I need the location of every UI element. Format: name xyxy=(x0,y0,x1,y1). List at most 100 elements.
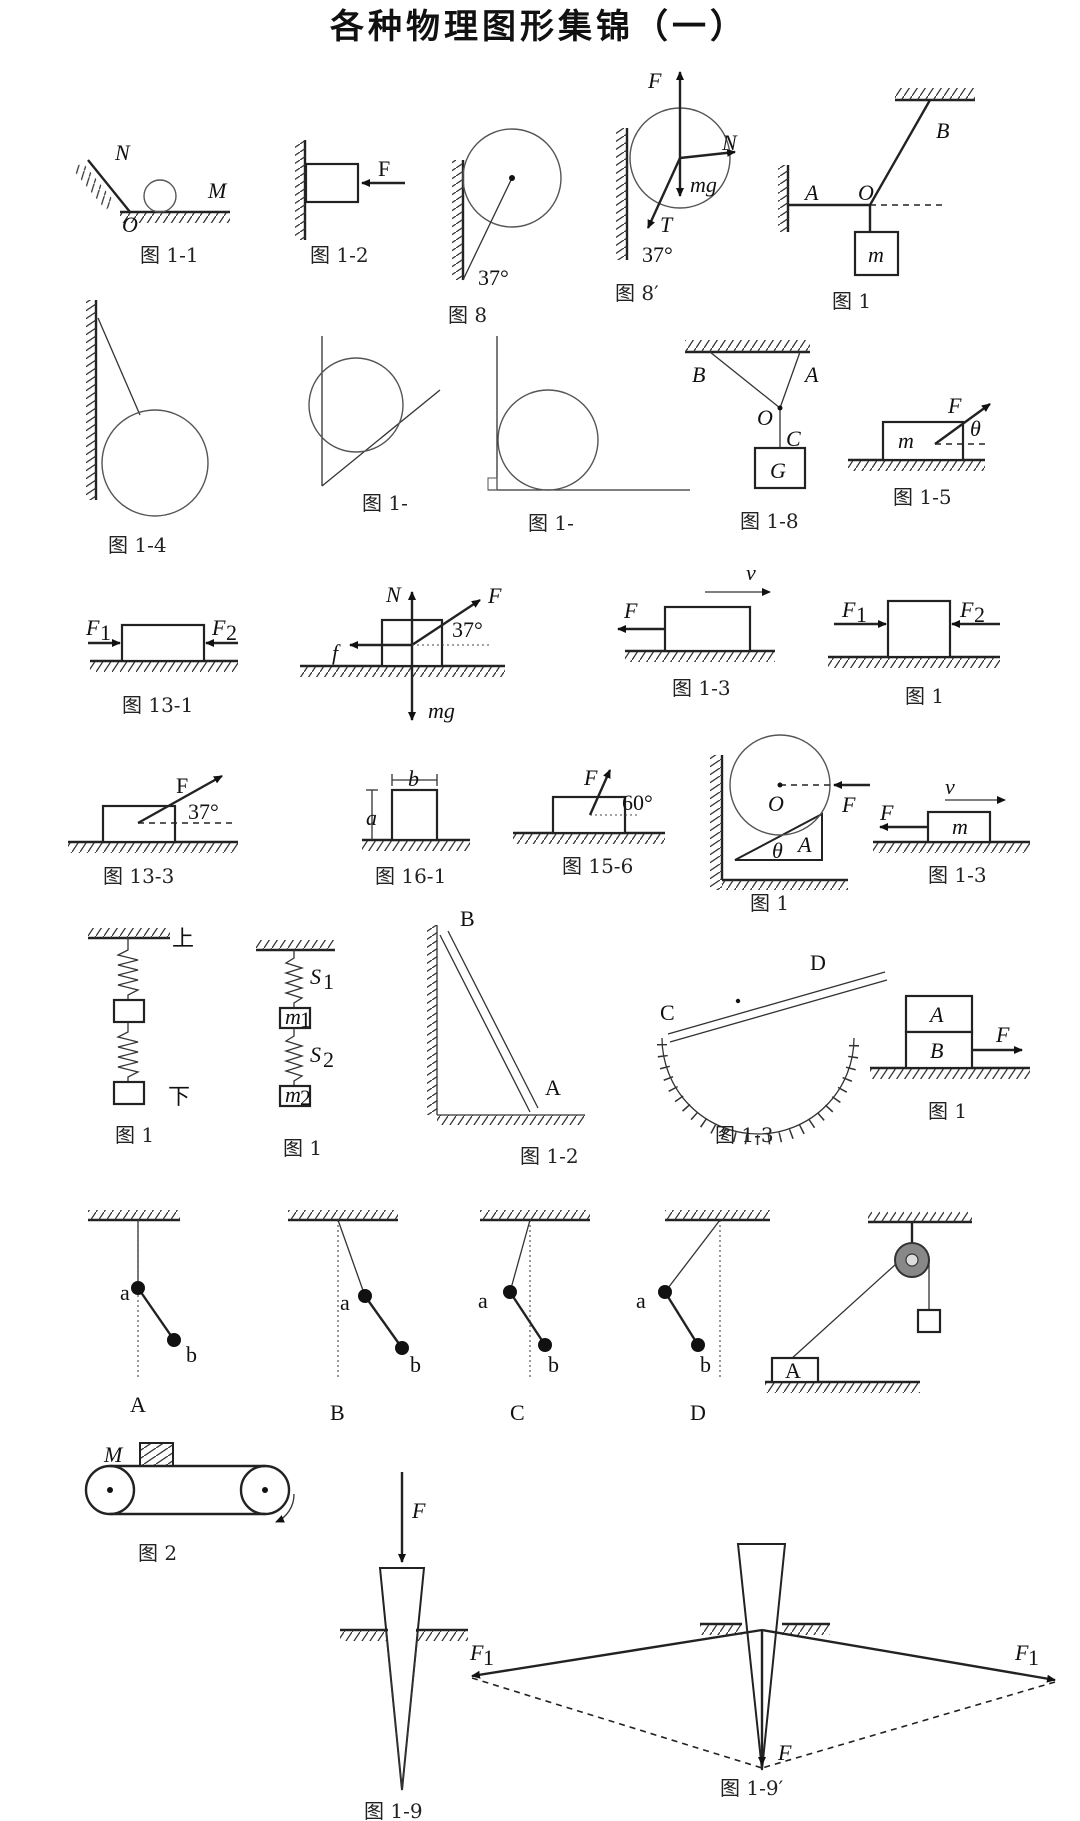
svg-text:m: m xyxy=(285,1004,301,1029)
svg-text:A: A xyxy=(803,362,819,387)
svg-text:v: v xyxy=(945,774,955,799)
caption-1-1: 图 1-1 xyxy=(140,243,199,267)
svg-text:37°: 37° xyxy=(188,799,219,824)
caption-1-9-prime: 图 1-9′ xyxy=(720,1776,784,1800)
svg-text:G: G xyxy=(770,458,786,483)
caption-1-boom: 图 1 xyxy=(832,289,871,313)
caption-1-two-forces: 图 1 xyxy=(905,684,944,708)
caption-springs-1: 图 1 xyxy=(115,1123,154,1147)
fig-bowl-rod: C D 图 1-3 xyxy=(657,950,888,1147)
svg-text:m: m xyxy=(898,428,914,453)
svg-text:1: 1 xyxy=(1028,1645,1039,1670)
svg-text:b: b xyxy=(548,1352,559,1377)
svg-text:a: a xyxy=(478,1288,488,1313)
svg-text:v: v xyxy=(746,560,756,585)
fig-1-1: N O M 图 1-1 xyxy=(72,140,230,267)
svg-text:F: F xyxy=(176,773,188,798)
svg-text:2: 2 xyxy=(300,1085,311,1110)
svg-text:D: D xyxy=(810,950,826,975)
svg-text:O: O xyxy=(122,212,138,237)
caption-pendulum-A: A xyxy=(130,1392,146,1417)
svg-text:C: C xyxy=(786,426,801,451)
fig-stacked-ab: A B F 图 1 xyxy=(870,994,1030,1123)
fig-1-9: F 图 1-9 xyxy=(340,1472,468,1821)
svg-text:f: f xyxy=(332,640,341,665)
svg-text:N: N xyxy=(721,130,738,155)
svg-text:a: a xyxy=(120,1280,130,1305)
caption-1-9: 图 1-9 xyxy=(364,1799,423,1821)
svg-text:a: a xyxy=(366,805,377,830)
fig-1-boom: A O B m 图 1 xyxy=(778,88,975,313)
fig-2-conveyor: M 图 2 xyxy=(84,1442,295,1565)
caption-1-3b: 图 1-3 xyxy=(928,863,987,887)
svg-text:60°: 60° xyxy=(622,790,653,815)
fig-16-1: b a 图 16-1 xyxy=(362,766,470,888)
caption-1-corner: 图 1- xyxy=(528,511,574,535)
fig-1-incline: 图 1- xyxy=(308,336,441,515)
svg-text:1: 1 xyxy=(483,1645,494,1670)
svg-text:m: m xyxy=(952,814,968,839)
svg-text:b: b xyxy=(408,766,419,791)
fig-1-5: m F θ 图 1-5 xyxy=(848,393,991,509)
fig-1-3-motion: F v 图 1-3 xyxy=(617,560,775,700)
caption-8: 图 8 xyxy=(448,303,487,327)
svg-text:B: B xyxy=(930,1038,943,1063)
fig-8: 37° 图 8 xyxy=(448,128,562,327)
caption-13-3: 图 13-3 xyxy=(103,864,174,888)
caption-1-5: 图 1-5 xyxy=(893,485,952,509)
caption-13-1: 图 13-1 xyxy=(122,693,193,717)
caption-bowl: 图 1-3 xyxy=(715,1123,774,1147)
fig-13-3: F 37° 图 13-3 xyxy=(68,773,238,888)
svg-text:F: F xyxy=(947,393,962,418)
fig-pulley: A xyxy=(765,1212,972,1393)
svg-text:1: 1 xyxy=(856,602,867,627)
fig-1-3-block: m F v 图 1-3 xyxy=(873,774,1030,887)
svg-text:O: O xyxy=(768,791,784,816)
svg-text:2: 2 xyxy=(226,620,237,645)
fig-1-corner: 图 1- xyxy=(487,336,690,535)
svg-text:F: F xyxy=(211,615,226,640)
caption-ladder: 图 1-2 xyxy=(520,1144,579,1168)
svg-text:1: 1 xyxy=(100,620,111,645)
caption-1-8: 图 1-8 xyxy=(740,509,799,533)
caption-1-incline: 图 1- xyxy=(362,491,408,515)
svg-text:F: F xyxy=(841,792,856,817)
svg-text:F: F xyxy=(879,800,894,825)
caption-15-6: 图 15-6 xyxy=(562,854,633,878)
svg-text:a: a xyxy=(636,1288,646,1313)
svg-text:F: F xyxy=(469,1640,484,1665)
svg-text:F: F xyxy=(1014,1640,1029,1665)
svg-text:上: 上 xyxy=(172,926,194,951)
fig-1-8: B A O C G 图 1-8 xyxy=(685,340,819,533)
svg-text:37°: 37° xyxy=(478,265,509,290)
svg-text:mg: mg xyxy=(690,172,717,197)
caption-ab: 图 1 xyxy=(928,1099,967,1123)
svg-text:θ: θ xyxy=(772,838,783,863)
svg-text:S: S xyxy=(310,964,321,989)
svg-text:2: 2 xyxy=(974,602,985,627)
svg-text:2: 2 xyxy=(323,1047,334,1072)
svg-text:O: O xyxy=(858,180,874,205)
svg-text:下: 下 xyxy=(168,1084,190,1109)
caption-1-wedge: 图 1 xyxy=(750,891,789,915)
svg-text:M: M xyxy=(207,178,228,203)
caption-2: 图 2 xyxy=(138,1541,177,1565)
svg-text:F: F xyxy=(411,1498,426,1523)
svg-text:A: A xyxy=(785,1358,801,1383)
svg-text:m: m xyxy=(285,1082,301,1107)
svg-text:a: a xyxy=(340,1290,350,1315)
fig-pendulum-A: a b A xyxy=(88,1210,197,1417)
svg-text:37°: 37° xyxy=(452,617,483,642)
svg-text:A: A xyxy=(803,180,819,205)
svg-text:F: F xyxy=(583,765,598,790)
fig-springs-up-down: 上 下 图 1 xyxy=(88,926,194,1147)
svg-text:F: F xyxy=(777,1740,792,1765)
svg-text:F: F xyxy=(841,597,856,622)
svg-text:m: m xyxy=(868,242,884,267)
svg-text:F: F xyxy=(959,597,974,622)
